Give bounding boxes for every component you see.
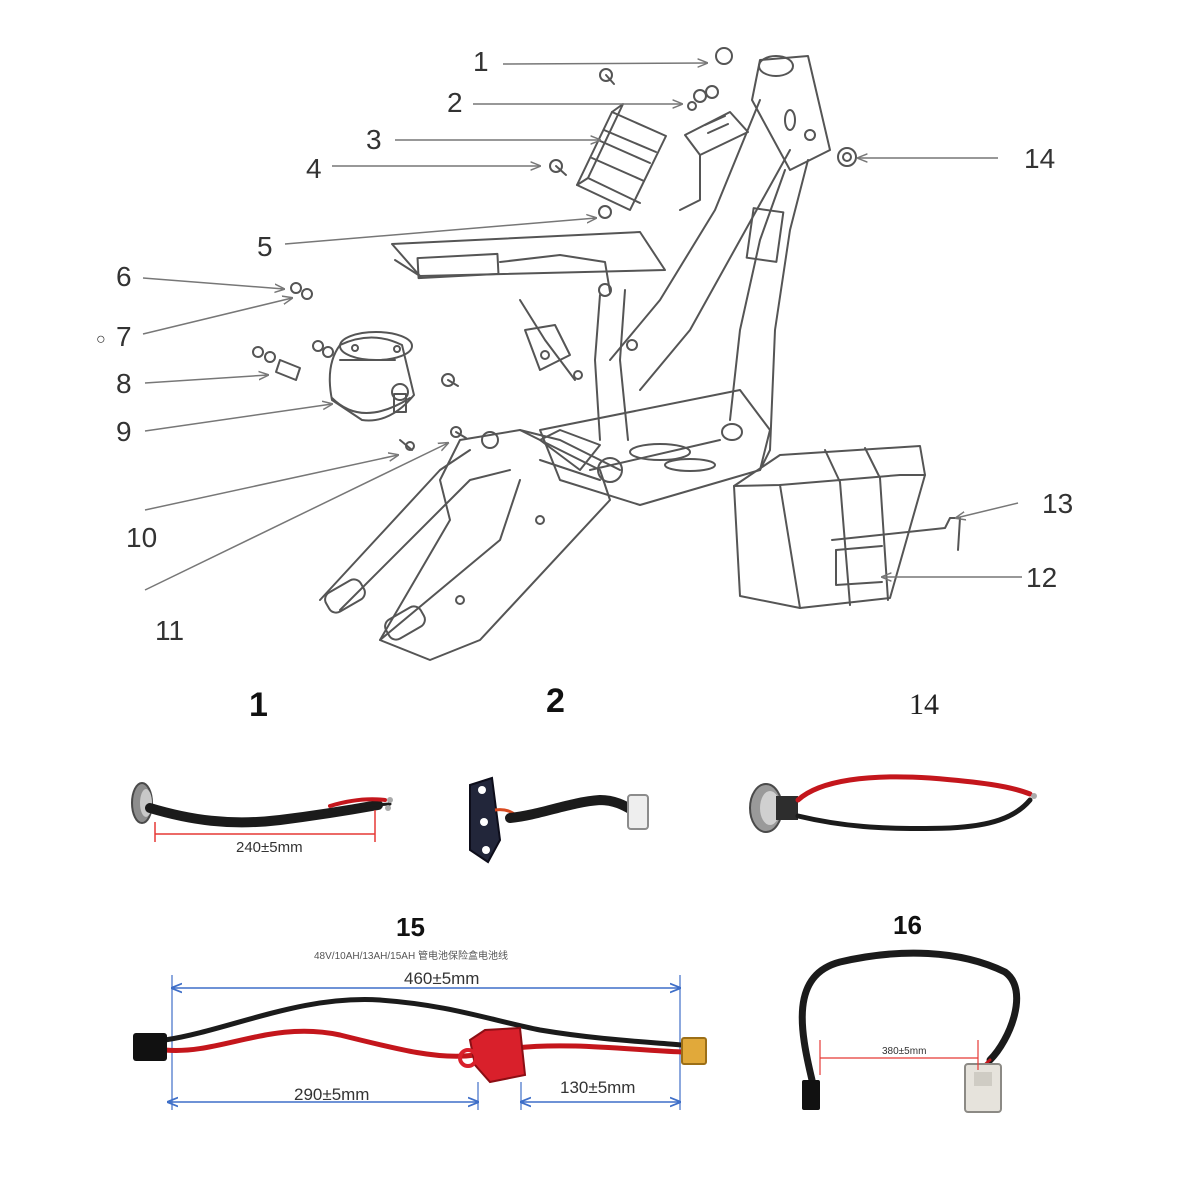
callout-7: 7 xyxy=(116,321,132,352)
callout-arrow-8 xyxy=(144,375,268,384)
callout-10: 10 xyxy=(126,522,157,553)
part-2-heading: 2 xyxy=(546,682,565,720)
part-14-heading: 14 xyxy=(909,688,939,721)
part-1-panel: 1 240±5mm xyxy=(131,686,393,856)
part-16-heading: 16 xyxy=(893,910,922,940)
callout-arrow-6 xyxy=(142,277,284,289)
part-1-wire-photo xyxy=(131,782,393,828)
part-15-right-dimension: 130±5mm xyxy=(560,1078,635,1097)
callout-arrow-9 xyxy=(144,404,332,432)
callout-labels: 1 2 3 4 5 6 7 ○ 8 9 10 11 12 13 14 xyxy=(96,46,1073,646)
part-1-dimension: 240±5mm xyxy=(236,839,303,856)
callout-8: 8 xyxy=(116,368,132,399)
callout-arrow-13 xyxy=(956,502,1019,518)
part-15-heading: 15 xyxy=(396,912,425,942)
part-15-panel: 15 48V/10AH/13AH/15AH 管电池保险盒电池线 460±5mm … xyxy=(133,912,707,1110)
callout-12: 12 xyxy=(1026,562,1057,593)
callout-arrow-10 xyxy=(144,455,398,511)
callout-arrow-1 xyxy=(502,63,707,64)
part-15-left-dimension: 290±5mm xyxy=(294,1085,369,1104)
callout-arrow-11 xyxy=(144,443,448,591)
bike-frame-drawing xyxy=(252,47,961,661)
callout-arrows xyxy=(142,63,1022,591)
stray-mark: ○ xyxy=(96,331,106,348)
callout-4: 4 xyxy=(306,153,322,184)
part-16-panel: 16 380±5mm xyxy=(798,910,1021,1113)
callout-11: 11 xyxy=(155,615,184,646)
part-15-wire-photo xyxy=(133,997,707,1084)
part-16-wire-photo xyxy=(798,949,1021,1113)
callout-2: 2 xyxy=(447,87,463,118)
callout-arrow-7 xyxy=(142,298,292,335)
part-14-panel: 14 xyxy=(749,688,1037,833)
callout-arrow-5 xyxy=(284,218,596,245)
part-16-dimension: 380±5mm xyxy=(882,1046,926,1057)
part-2-panel: 2 xyxy=(469,682,649,864)
part-15-total-dimension: 460±5mm xyxy=(404,969,479,988)
callout-1: 1 xyxy=(473,46,489,77)
callout-3: 3 xyxy=(366,124,382,155)
part-2-wire-photo xyxy=(469,776,649,864)
callout-5: 5 xyxy=(257,231,273,262)
callout-6: 6 xyxy=(116,261,132,292)
callout-14: 14 xyxy=(1024,143,1055,174)
part-15-caption: 48V/10AH/13AH/15AH 管电池保险盒电池线 xyxy=(314,949,508,962)
callout-13: 13 xyxy=(1042,488,1073,519)
part-14-wire-photo xyxy=(749,774,1037,833)
part-1-heading: 1 xyxy=(249,686,268,724)
callout-9: 9 xyxy=(116,416,132,447)
